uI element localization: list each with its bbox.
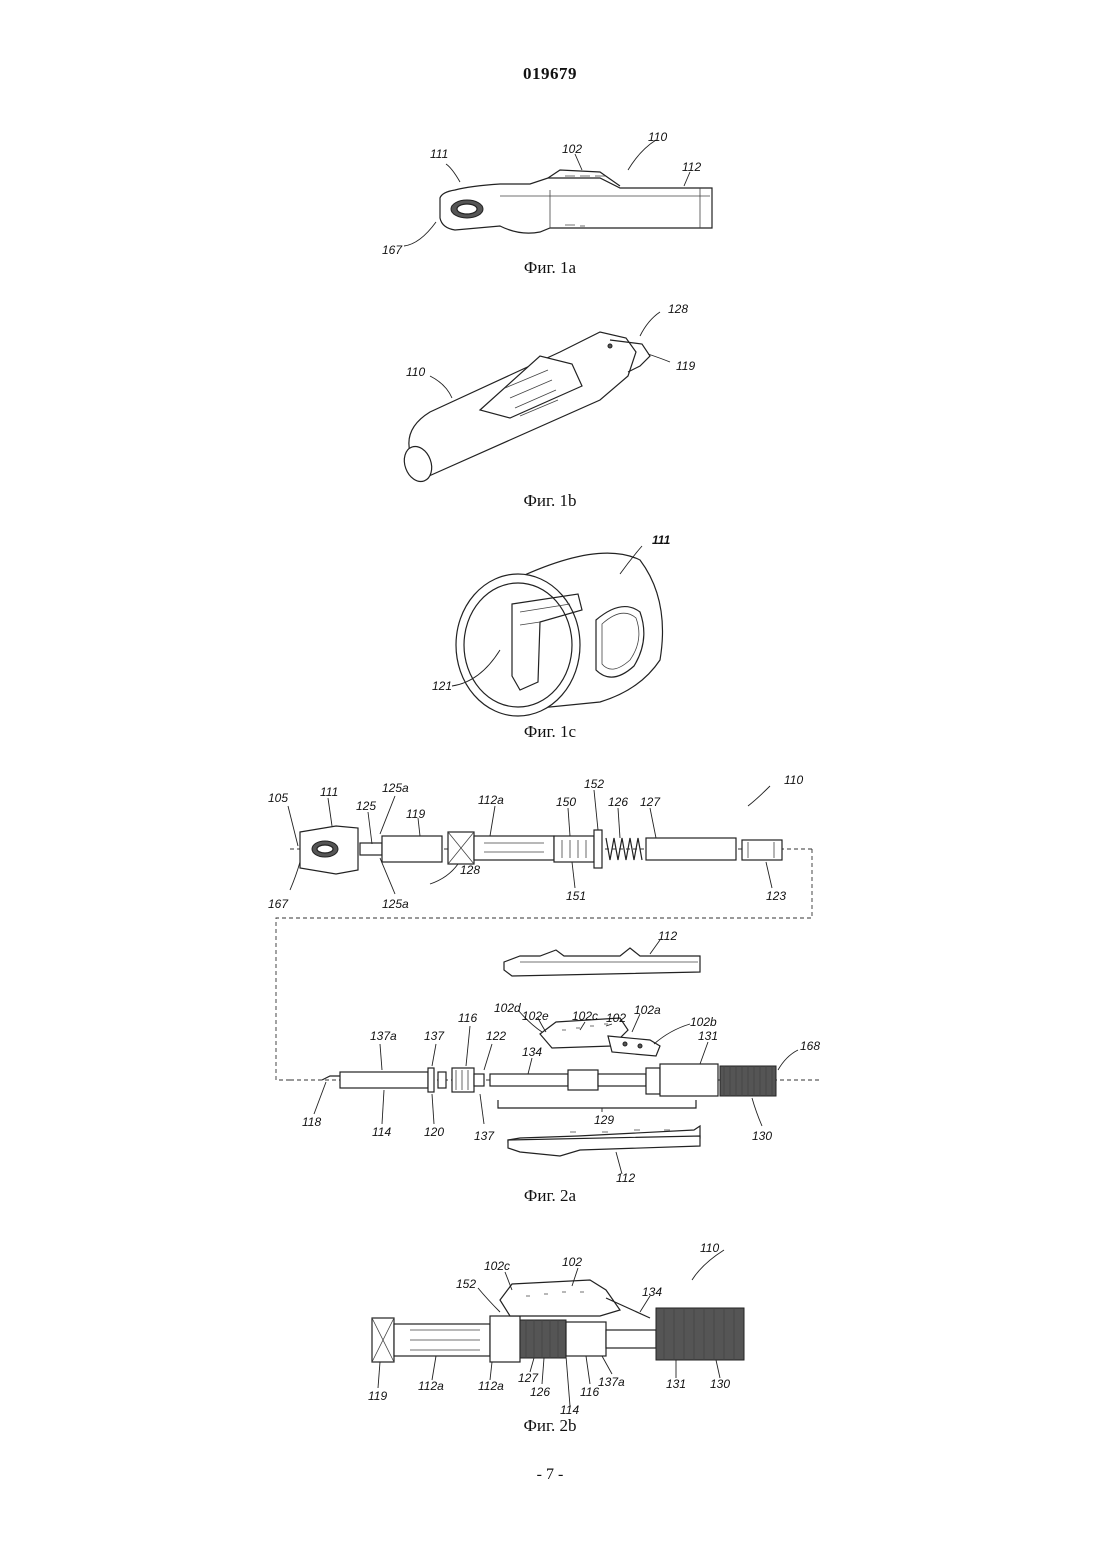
label-125-fig2a: 125: [356, 799, 376, 813]
label-130-fig2b: 130: [710, 1377, 730, 1391]
figure-1c-drawing: 111 121: [432, 533, 671, 716]
label-112-lower-fig2a: 112: [616, 1171, 635, 1185]
label-125a-top-fig2a: 125a: [382, 781, 409, 795]
label-110-fig2a: 110: [784, 773, 803, 787]
label-167-fig2a: 167: [268, 897, 289, 911]
label-112a-left-fig2b: 112a: [418, 1379, 444, 1393]
label-119-fig2a: 119: [406, 807, 425, 821]
label-116-fig2a: 137a: [370, 1029, 397, 1043]
label-137-top-fig2a: 122: [486, 1029, 506, 1043]
label-127-fig2b: 127: [518, 1371, 539, 1385]
label-110-fig1a: 110: [648, 130, 667, 144]
label-102c-fig2b: 102c: [484, 1259, 510, 1273]
label-110-fig2b: 110: [700, 1241, 719, 1255]
caption-fig-2b: Фиг. 2b: [0, 1416, 1100, 1436]
label-114-fig2b: 114: [560, 1403, 579, 1417]
label-131-fig2a: 131: [698, 1029, 718, 1043]
caption-fig-1a: Фиг. 1a: [0, 258, 1100, 278]
label-119-fig1b: 119: [676, 359, 695, 373]
label-126-fig2b: 126: [530, 1385, 550, 1399]
label-167-fig1a: 167: [382, 243, 403, 257]
label-112-upper-fig2a: 112: [658, 929, 677, 943]
label-111-fig2a: 111: [320, 785, 338, 799]
label-134-fig2b: 134: [642, 1285, 662, 1299]
label-116-fig2b: 116: [580, 1385, 599, 1399]
page-number: - 7 -: [0, 1466, 1100, 1484]
label-128-fig2a: 128: [460, 863, 480, 877]
label-129-fig2a: 129: [594, 1113, 614, 1127]
label-112-fig1a: 112: [682, 160, 701, 174]
label-111-fig1c: 111: [652, 533, 671, 547]
figure-1b-drawing: 128 119 110: [400, 302, 696, 485]
label-134-fig2a: 134: [522, 1045, 542, 1059]
label-127-fig2a: 127: [640, 795, 661, 809]
label-110-fig1b: 110: [406, 365, 425, 379]
label-102a-fig2a: 102a: [634, 1003, 661, 1017]
label-102e-fig2a: 102e: [522, 1009, 549, 1023]
label-120-fig2a: 120: [424, 1125, 444, 1139]
caption-fig-2a: Фиг. 2a: [0, 1186, 1100, 1206]
label-122-fig2a: 137: [424, 1029, 445, 1043]
label-102d-fig2a: 102d: [494, 1001, 521, 1015]
label-102-fig2a: 102: [606, 1011, 626, 1025]
label-102-fig2b: 102: [562, 1255, 582, 1269]
label-114-fig2a: 114: [372, 1125, 391, 1139]
label-137-bottom-fig2a: 137: [474, 1129, 495, 1143]
label-105-fig2a: 105: [268, 791, 288, 805]
label-118-fig2a: 118: [302, 1115, 321, 1129]
label-112a-right-fig2b: 112a: [478, 1379, 504, 1393]
label-126-fig2a: 126: [608, 795, 628, 809]
label-119-fig2b: 119: [368, 1389, 387, 1403]
label-168-fig2a: 168: [800, 1039, 820, 1053]
label-102-fig1a: 102: [562, 142, 582, 156]
label-137a-fig2a: 116: [458, 1011, 477, 1025]
caption-fig-1b: Фиг. 1b: [0, 491, 1100, 511]
label-152-fig2a: 152: [584, 777, 604, 791]
caption-fig-1c: Фиг. 1c: [0, 722, 1100, 742]
figure-2a-drawing: 105 111 125a 125 119 112a 150 152 126 12…: [268, 773, 820, 1185]
label-102c-fig2a: 102c: [572, 1009, 598, 1023]
label-152-fig2b: 152: [456, 1277, 476, 1291]
label-111-fig1a: 111: [430, 147, 448, 161]
label-128-fig1b: 128: [668, 302, 688, 316]
label-130-fig2a: 130: [752, 1129, 772, 1143]
label-112a-fig2a: 112a: [478, 793, 504, 807]
figure-2b-drawing: 110 102c 102 152 134 119 112a 112a 127 1…: [368, 1241, 744, 1417]
label-137a-fig2b: 137a: [598, 1375, 625, 1389]
figure-1a-drawing: 111 102 110 112 167: [382, 130, 712, 257]
label-125a-bottom-fig2a: 125a: [382, 897, 409, 911]
label-102b-fig2a: 102b: [690, 1015, 717, 1029]
label-131-fig2b: 131: [666, 1377, 686, 1391]
label-121-fig1c: 121: [432, 679, 452, 693]
label-150-fig2a: 150: [556, 795, 576, 809]
label-123-fig2a: 123: [766, 889, 786, 903]
label-151-fig2a: 151: [566, 889, 586, 903]
